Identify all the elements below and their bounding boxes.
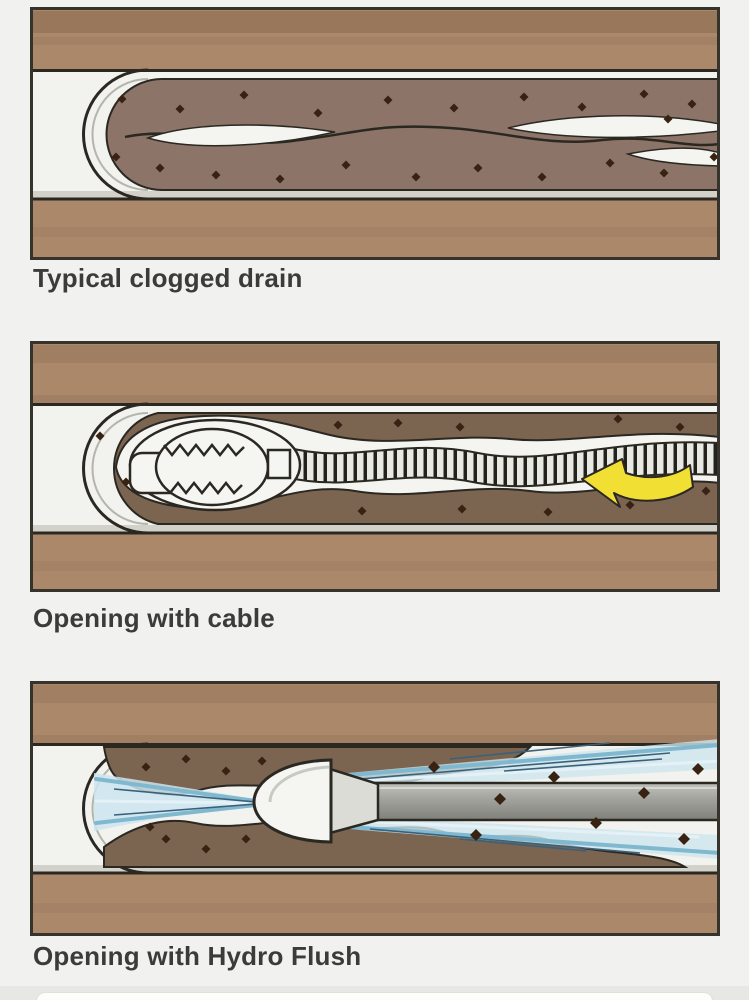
next-card-top-edge: [36, 992, 713, 1000]
rotation-arrow-icon: [581, 458, 694, 508]
cable-cleaning-illustration: [30, 341, 720, 592]
hydro-nozzle: [252, 758, 380, 844]
clogged-drain-illustration: [30, 7, 720, 260]
caption-clogged-drain: Typical clogged drain: [33, 263, 303, 293]
water-jets-rear: [348, 739, 720, 859]
hydro-hose: [368, 781, 720, 822]
cutter-head: [128, 418, 302, 512]
clog-mass: [105, 78, 720, 191]
water-jets-forward: [94, 773, 258, 831]
hydro-flush-illustration: [30, 681, 720, 936]
panel-clogged-drain: [30, 7, 720, 260]
panel-cable-cleaning: [30, 341, 720, 592]
caption-hydro-flush: Opening with Hydro Flush: [33, 941, 362, 971]
panel-hydro-flush: [30, 681, 720, 936]
caption-cable-cleaning: Opening with cable: [33, 603, 275, 633]
